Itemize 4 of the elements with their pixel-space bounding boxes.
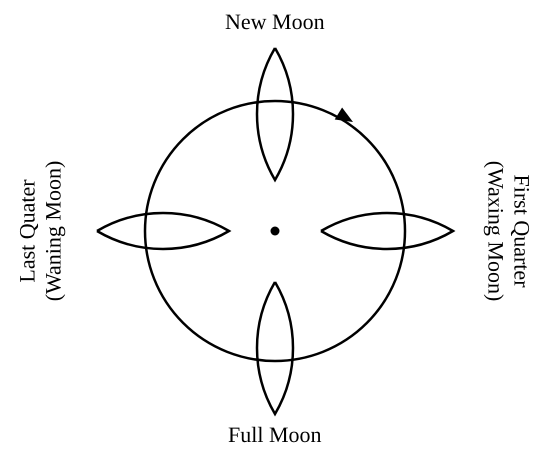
phase-label: Full Moon [228, 422, 322, 448]
phase-label: New Moon [225, 9, 325, 35]
phase-label: First Quarter (Waxing Moon) [482, 160, 534, 302]
phase-label: Last Quater (Waning Moon) [14, 160, 66, 302]
